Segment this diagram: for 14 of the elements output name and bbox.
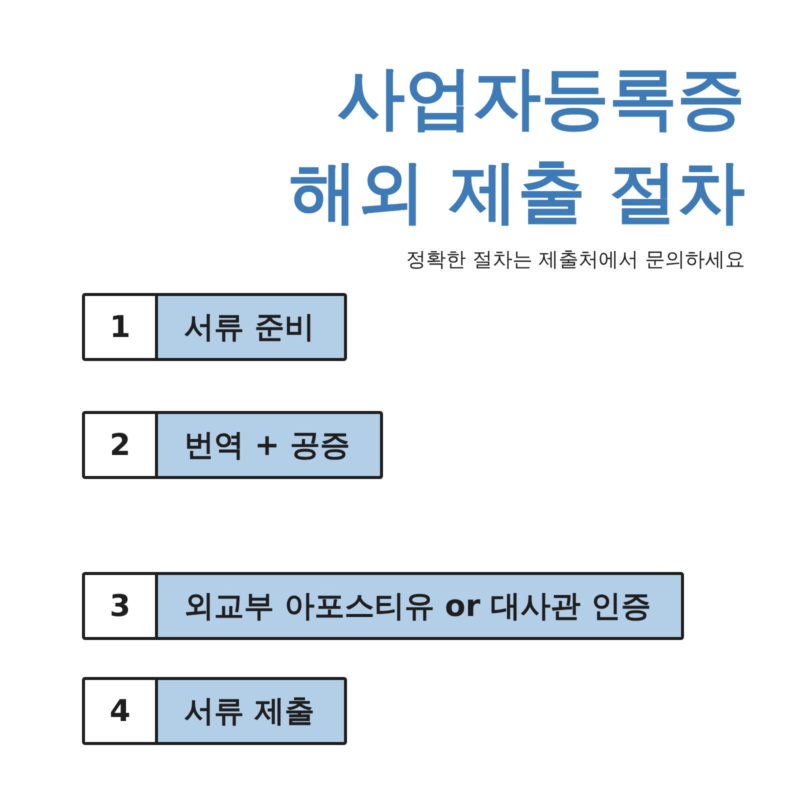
step-box: [82, 411, 384, 479]
step-number: 3: [85, 575, 158, 637]
step-label: 서류 준비: [183, 308, 316, 346]
step-label: 번역 + 공증: [183, 426, 352, 464]
step-box: [82, 572, 684, 640]
step-number: 4: [85, 680, 158, 742]
step-box: [82, 293, 348, 361]
step-label: 외교부 아포스티유 or 대사관 인증: [183, 588, 652, 626]
step-box: [82, 677, 348, 745]
title: 사업자등록증 해외 제출 절차: [288, 58, 745, 234]
note-text: 정확한 절차는 제출처에서 문의하세요: [406, 246, 745, 273]
step-number: 1: [85, 296, 158, 358]
step-label: 서류 제출: [183, 692, 316, 730]
step-number: 2: [85, 414, 158, 476]
